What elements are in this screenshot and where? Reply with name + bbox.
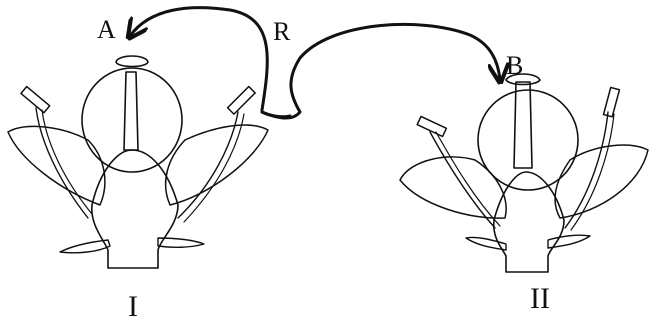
flower-two-left-sepal (466, 237, 506, 250)
arrow-connector (262, 112, 290, 117)
flower-two-left-petal (400, 157, 506, 218)
flower-one-right-filament-inner (184, 114, 244, 222)
flower-two-right-anther (604, 87, 620, 116)
cross-pollination-arrow (262, 24, 500, 118)
label-r: R (273, 17, 291, 46)
flower-two-style (514, 82, 532, 168)
flower-two-right-petal (555, 145, 648, 218)
flower-two (400, 74, 648, 272)
flower-one-left-filament (36, 108, 88, 218)
flower-one-right-filament (178, 112, 238, 218)
label-flower-one: I (128, 290, 138, 323)
flower-one-ovary (82, 68, 182, 172)
flower-two-left-filament-inner (436, 132, 500, 226)
flower-one-right-petal (166, 125, 268, 205)
self-pollination-arrow (130, 8, 267, 110)
flower-one-right-sepal (158, 238, 204, 247)
pollination-arrows (130, 8, 500, 118)
flower-one-style (124, 72, 138, 150)
flower-one-right-anther (228, 87, 256, 115)
flower-two-left-anther (417, 116, 446, 136)
flower-one-receptacle (92, 150, 178, 268)
label-flower-two: II (530, 282, 550, 315)
label-b: B (506, 51, 523, 80)
flower-two-ovary (478, 90, 578, 190)
label-a: A (97, 15, 116, 44)
flower-one (8, 56, 268, 268)
flower-one-left-sepal (60, 240, 110, 253)
flower-two-receptacle (494, 172, 564, 272)
flower-one-left-petal (8, 126, 105, 205)
flower-one-left-anther (21, 87, 50, 113)
flower-one-stigma (116, 56, 148, 67)
